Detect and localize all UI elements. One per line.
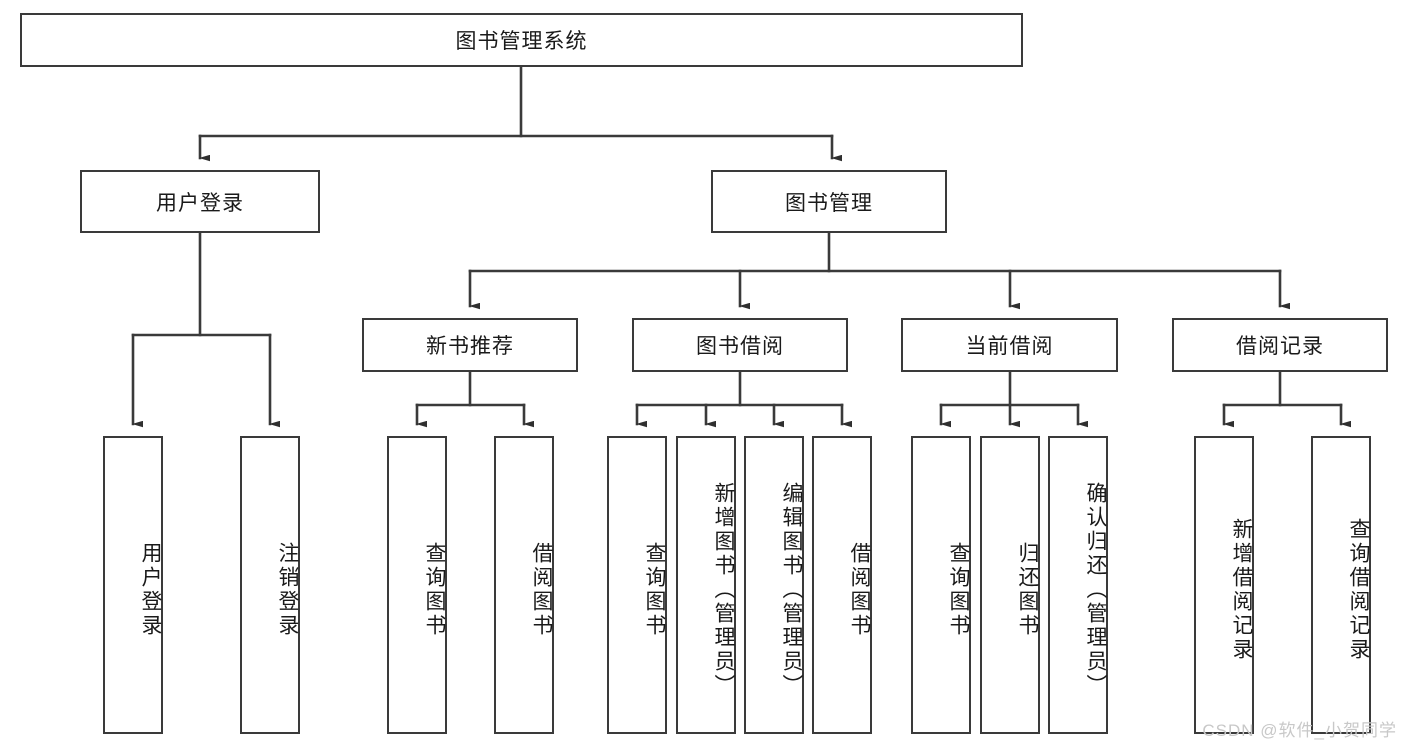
node-label: 查询借阅记录	[1347, 518, 1370, 662]
node-label: 当前借阅	[965, 335, 1054, 358]
node-user-login[interactable]: 用户登录	[80, 170, 320, 233]
node-label: 图书管理系统	[455, 30, 588, 53]
node-label: 新增图书（管理员）	[712, 482, 735, 698]
node-label: 用户登录	[156, 191, 244, 215]
node-label: 用户登录	[139, 542, 162, 638]
leaf-current-borrow-return-book[interactable]: 归还图书	[980, 436, 1040, 734]
node-label: 新增借阅记录	[1230, 518, 1253, 662]
leaf-borrow-record-query-record[interactable]: 查询借阅记录	[1311, 436, 1371, 734]
leaf-book-borrow-query-book[interactable]: 查询图书	[607, 436, 667, 734]
leaf-user-login-logout[interactable]: 注销登录	[240, 436, 300, 734]
node-current-borrow[interactable]: 当前借阅	[901, 318, 1118, 372]
leaf-book-borrow-add-book-admin[interactable]: 新增图书（管理员）	[676, 436, 736, 734]
node-label: 图书管理	[785, 191, 873, 215]
node-label: 归还图书	[1016, 542, 1039, 638]
node-label: 注销登录	[276, 542, 299, 638]
leaf-current-borrow-confirm-return-admin[interactable]: 确认归还（管理员）	[1048, 436, 1108, 734]
leaf-current-borrow-query-book[interactable]: 查询图书	[911, 436, 971, 734]
node-book-management[interactable]: 图书管理	[711, 170, 947, 233]
leaf-user-login-login[interactable]: 用户登录	[103, 436, 163, 734]
node-label: 确认归还（管理员）	[1084, 482, 1107, 698]
node-new-book-recommend[interactable]: 新书推荐	[362, 318, 578, 372]
csdn-watermark: CSDN @软件_小贺同学	[1202, 721, 1397, 740]
node-label: 新书推荐	[426, 335, 514, 358]
node-label: 查询图书	[947, 542, 970, 638]
node-root-book-management-system[interactable]: 图书管理系统	[20, 13, 1023, 67]
node-label: 查询图书	[423, 542, 446, 638]
leaf-new-book-borrow-book[interactable]: 借阅图书	[494, 436, 554, 734]
leaf-new-book-query-book[interactable]: 查询图书	[387, 436, 447, 734]
node-label: 查询图书	[643, 542, 666, 638]
node-label: 图书借阅	[696, 335, 784, 358]
node-borrow-record[interactable]: 借阅记录	[1172, 318, 1388, 372]
node-book-borrow[interactable]: 图书借阅	[632, 318, 848, 372]
leaf-book-borrow-edit-book-admin[interactable]: 编辑图书（管理员）	[744, 436, 804, 734]
leaf-book-borrow-borrow-book[interactable]: 借阅图书	[812, 436, 872, 734]
node-label: 借阅图书	[530, 542, 553, 638]
node-label: 借阅图书	[848, 542, 871, 638]
node-label: 编辑图书（管理员）	[780, 482, 803, 698]
node-label: 借阅记录	[1236, 335, 1324, 358]
leaf-borrow-record-add-record[interactable]: 新增借阅记录	[1194, 436, 1254, 734]
